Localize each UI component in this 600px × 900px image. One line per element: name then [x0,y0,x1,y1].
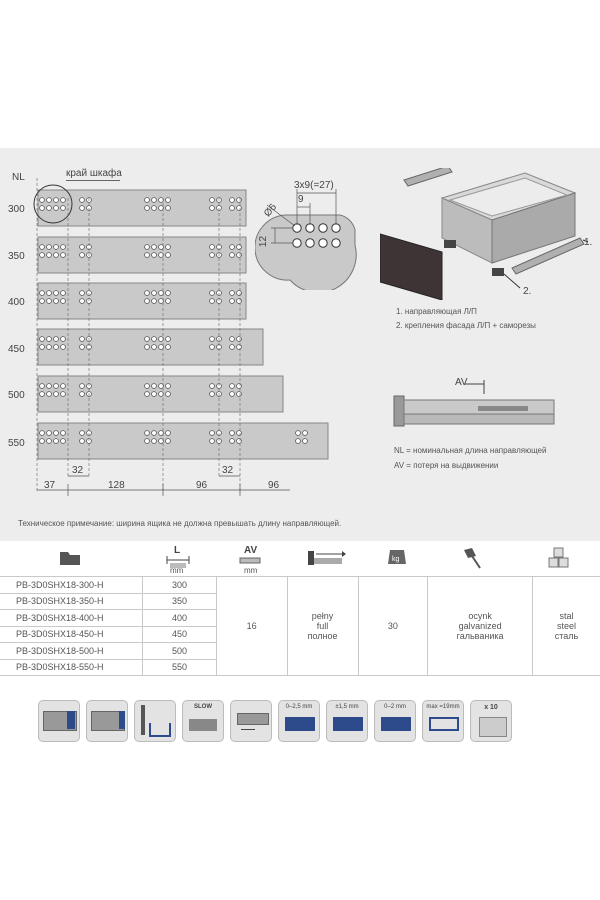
depth-adjust-icon: 0–2 mm [374,700,416,742]
nl-row-300: 300 [8,204,25,215]
brush-icon [464,548,481,569]
product-code-0: PB-3D0SHX18-300-H [0,576,144,594]
product-code-4: PB-3D0SHX18-500-H [0,642,144,660]
nl-row-500: 500 [8,390,25,401]
pack-quantity-label: x 10 [484,704,498,711]
runner-profile-icon [38,700,80,742]
spec-table: PB-3D0SHX18-300-H 300 16 pełny full полн… [0,576,600,676]
material-ru: сталь [554,631,579,641]
max-thickness-icon: max =19mm [422,700,464,742]
dim-96-b: 96 [268,480,280,491]
length-1: 350 [142,592,217,610]
length-0: 300 [142,576,217,594]
dim-32-right: 32 [222,465,234,476]
product-code-1: PB-3D0SHX18-350-H [0,592,144,610]
product-code-3: PB-3D0SHX18-450-H [0,625,144,643]
av-side-view [393,380,555,427]
callout-1: 1. [584,237,593,248]
slow-label: SLOW [194,704,212,710]
coating-en: galvanized [458,621,502,631]
length-letter: L [174,545,181,556]
detail-pitch: 3x9(=27) [294,180,334,191]
av-icon [239,557,261,564]
nl-label: NL [12,172,25,183]
extension-pl: pełny [311,611,334,621]
cabinet-edge-label: край шкафа [66,168,122,179]
av-header-letter: AV [244,545,258,556]
weight-icon: kg [388,550,406,564]
av-note: AV = потеря на выдвижении [394,461,499,470]
nl-row-450: 450 [8,344,25,355]
length-2: 400 [142,609,217,627]
dim-128: 128 [108,480,125,491]
side-adjust-label: ±1,5 mm [335,704,359,710]
extension-value: pełny full полное [286,576,359,676]
coating-value: ocynk galvanized гальваника [427,576,533,676]
nl-row-550: 550 [8,438,25,449]
extension-icon [308,551,346,565]
coating-pl: ocynk [468,611,492,621]
material-pl: stal [559,611,574,621]
dim-32-left: 32 [72,465,84,476]
av-label: AV [455,377,468,388]
coating-ru: гальваника [456,631,504,641]
callout-2: 2. [523,286,532,297]
technical-note: Техническое примечание: ширина ящика не … [18,519,342,528]
extension-ru: полное [307,631,338,641]
side-adjust-icon: ±1,5 mm [326,700,368,742]
product-code-2: PB-3D0SHX18-400-H [0,609,144,627]
runner-closed-icon [86,700,128,742]
height-adjust-icon: 0–2,5 mm [278,700,320,742]
depth-adjust-label: 0–2 mm [384,704,406,710]
nl-note: NL = номинальная длина направляющей [394,446,547,455]
av-value: 16 [215,576,288,676]
av-unit: mm [244,566,258,575]
length-icon [166,556,190,568]
edge-leader-line [66,180,120,181]
detail-nine: 9 [298,194,304,205]
material-value: stal steel сталь [531,576,600,676]
pack-quantity-icon: x 10 [470,700,512,742]
boxes-icon [548,547,569,568]
hole-detail-drawing [255,189,357,290]
folder-icon [60,552,80,565]
push-open-icon [230,700,272,742]
slow-close-icon: SLOW [182,700,224,742]
load-value: 30 [357,576,429,676]
detail-twelve: 12 [258,235,270,248]
nl-row-350: 350 [8,251,25,262]
legend-item-1: 1. направляющая Л/П [396,307,477,316]
length-5: 550 [142,658,217,676]
nl-row-400: 400 [8,297,25,308]
drawer-illustration [380,168,589,300]
max-thickness-label: max =19mm [426,704,460,710]
dim-96-a: 96 [196,480,208,491]
length-unit: mm [170,566,184,575]
legend-item-2: 2. крепления фасада Л/П + саморезы [396,321,536,330]
length-3: 450 [142,625,217,643]
extension-en: full [316,621,329,631]
material-en: steel [556,621,576,631]
height-adjust-label: 0–2,5 mm [285,704,313,710]
damper-icon [134,700,176,742]
length-4: 500 [142,642,217,660]
hole-pattern-drawing [33,178,329,496]
product-code-5: PB-3D0SHX18-550-H [0,658,144,676]
weight-unit-text: kg [392,556,400,563]
dim-37: 37 [44,480,56,491]
